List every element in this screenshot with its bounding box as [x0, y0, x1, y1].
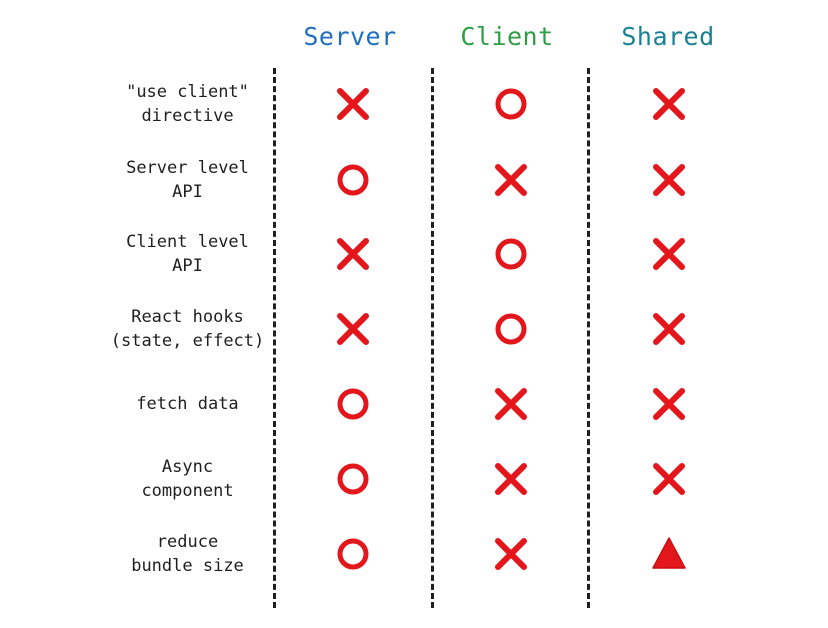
row-label: Client level API — [126, 232, 249, 276]
cross-icon — [649, 384, 689, 424]
circle-icon — [333, 459, 373, 499]
cross-icon — [491, 160, 531, 200]
divider-line-2 — [431, 68, 434, 608]
cross-icon — [491, 384, 531, 424]
column-header-shared: Shared — [621, 22, 715, 51]
circle-icon — [333, 160, 373, 200]
divider-line-1 — [273, 68, 276, 608]
row-label: Server level API — [126, 158, 249, 202]
cross-icon — [649, 234, 689, 274]
circle-icon — [491, 84, 531, 124]
cross-icon — [333, 309, 373, 349]
circle-icon — [333, 384, 373, 424]
circle-icon — [491, 234, 531, 274]
column-header-client: Client — [460, 22, 554, 51]
cross-icon — [649, 309, 689, 349]
row-label: "use client" directive — [126, 82, 249, 126]
cross-icon — [333, 234, 373, 274]
cross-icon — [491, 459, 531, 499]
row-label: fetch data — [136, 394, 239, 414]
cross-icon — [491, 534, 531, 574]
triangle-icon — [649, 534, 689, 574]
row-label: Async component — [141, 457, 234, 501]
row-label: React hooks (state, effect) — [110, 307, 265, 351]
cross-icon — [649, 459, 689, 499]
column-header-server: Server — [303, 22, 397, 51]
cross-icon — [333, 84, 373, 124]
row-label: reduce bundle size — [131, 532, 244, 576]
cross-icon — [649, 160, 689, 200]
circle-icon — [491, 309, 531, 349]
circle-icon — [333, 534, 373, 574]
divider-line-3 — [587, 68, 590, 608]
cross-icon — [649, 84, 689, 124]
